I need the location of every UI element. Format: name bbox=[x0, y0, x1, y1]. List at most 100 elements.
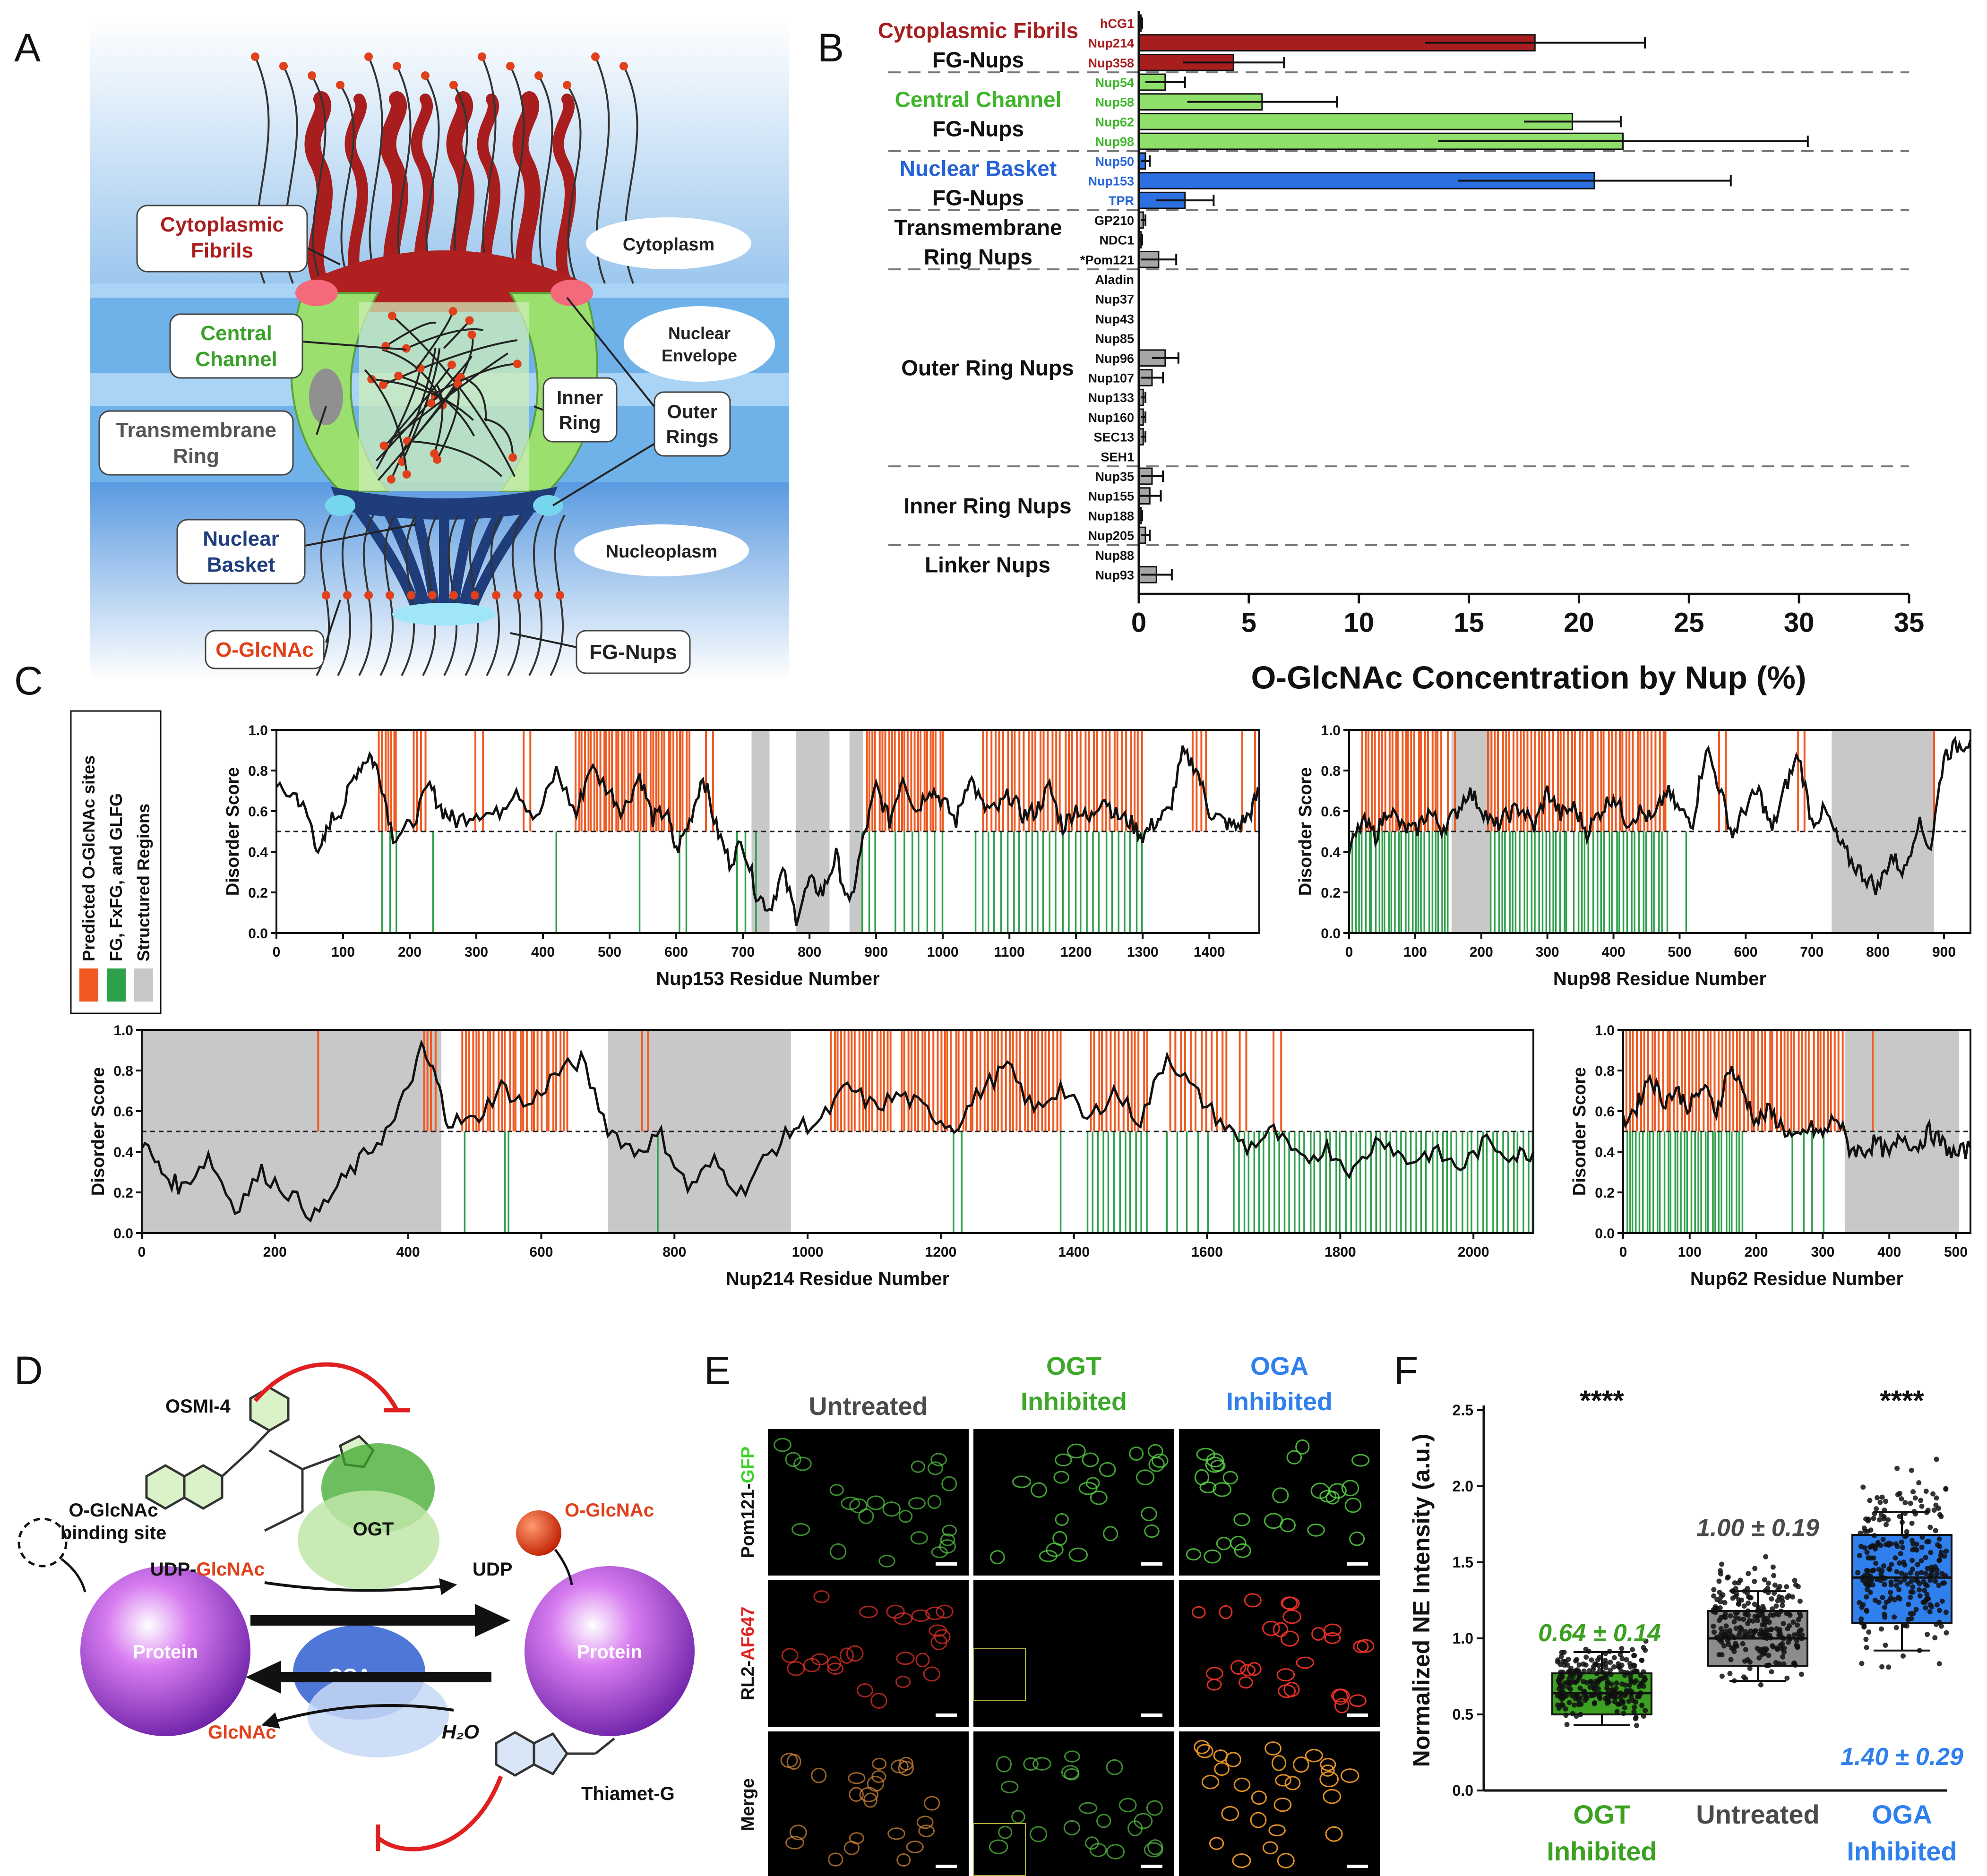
y-tick-label: 0.6 bbox=[1595, 1104, 1615, 1120]
water-label: H₂O bbox=[442, 1721, 479, 1743]
nucleus-outline bbox=[894, 1612, 913, 1625]
o-glcnac-dot bbox=[381, 342, 390, 351]
nucleus-outline bbox=[915, 1653, 930, 1668]
nup-tick-label: Nup43 bbox=[1095, 312, 1134, 326]
o-glcnac-dot bbox=[322, 591, 330, 600]
nucleus-outline bbox=[1262, 1620, 1280, 1636]
group-label: Inhibited bbox=[1847, 1836, 1957, 1866]
nucleus-outline bbox=[1029, 1826, 1048, 1842]
protein-right bbox=[525, 1566, 695, 1736]
nucleus-outline bbox=[846, 1645, 864, 1662]
data-point bbox=[1909, 1520, 1915, 1526]
nucleus-outline bbox=[1340, 1768, 1359, 1783]
nucleus-outline bbox=[1213, 1482, 1232, 1497]
data-point bbox=[1769, 1596, 1774, 1602]
column-header-line1: OGT bbox=[1046, 1352, 1101, 1380]
data-point bbox=[1736, 1633, 1742, 1638]
column-header-line1: OGA bbox=[1250, 1352, 1308, 1380]
panel-c-disorder-profiles: C Predicted O-GlcNAc sites FG, FxFG, and… bbox=[14, 659, 1972, 1289]
data-point bbox=[1792, 1577, 1798, 1583]
o-glcnac-dot bbox=[513, 360, 522, 368]
data-point bbox=[1728, 1657, 1734, 1662]
x-tick-label: 0 bbox=[1345, 944, 1353, 960]
data-point bbox=[1922, 1587, 1927, 1593]
label-cytoplasm: Cytoplasm bbox=[586, 217, 751, 269]
y-axis-title: Disorder Score bbox=[1296, 767, 1316, 896]
o-glcnac-dot bbox=[467, 330, 476, 339]
data-point bbox=[1634, 1722, 1640, 1728]
nucleus-outline bbox=[1232, 1853, 1251, 1868]
data-point bbox=[1787, 1623, 1792, 1628]
legend-label-fg: FG, FxFG, and GLFG bbox=[106, 793, 126, 961]
scale-bar bbox=[936, 1713, 957, 1717]
data-point bbox=[1589, 1657, 1594, 1663]
o-glcnac-dot bbox=[449, 81, 458, 89]
nucleus-outline bbox=[1344, 1498, 1362, 1513]
group-mean-annotation: 1.40 ± 0.29 bbox=[1841, 1743, 1963, 1771]
nucleus-outline bbox=[1216, 1536, 1231, 1550]
data-point bbox=[1588, 1679, 1594, 1684]
data-point bbox=[1733, 1626, 1739, 1631]
osmi4-label: OSMI-4 bbox=[165, 1396, 231, 1417]
nucleus-outline bbox=[1273, 1622, 1289, 1637]
nucleus-outline bbox=[918, 1825, 935, 1837]
glcnac-label: GlcNAc bbox=[208, 1722, 276, 1743]
data-point bbox=[1943, 1573, 1948, 1578]
data-point bbox=[1899, 1539, 1904, 1545]
o-glcnac-dot bbox=[508, 453, 517, 462]
data-point bbox=[1627, 1682, 1633, 1688]
nucleus-outline bbox=[927, 1461, 943, 1475]
data-point bbox=[1936, 1536, 1942, 1542]
nucleus-outline bbox=[1201, 1774, 1220, 1790]
data-point bbox=[1868, 1555, 1874, 1561]
group-name-line2: Ring Nups bbox=[924, 245, 1032, 269]
x-tick-label: 700 bbox=[731, 944, 755, 960]
x-tick-label: 200 bbox=[1470, 944, 1493, 960]
data-point bbox=[1558, 1672, 1564, 1678]
data-point bbox=[1565, 1679, 1570, 1685]
mesh-filament bbox=[383, 352, 508, 447]
x-tick-label: 15 bbox=[1454, 607, 1484, 638]
data-point bbox=[1564, 1693, 1569, 1698]
nucleus-outline bbox=[1244, 1593, 1262, 1608]
data-point bbox=[1573, 1668, 1579, 1673]
data-point bbox=[1910, 1489, 1916, 1495]
data-point bbox=[1716, 1578, 1722, 1584]
data-point bbox=[1571, 1702, 1577, 1708]
data-point bbox=[1578, 1701, 1584, 1707]
disorder-profile-line bbox=[275, 745, 1260, 926]
nup-tick-label: Nup62 bbox=[1095, 115, 1134, 129]
nup-tick-label: Nup35 bbox=[1095, 470, 1134, 484]
nucleus-outline bbox=[1141, 1507, 1157, 1521]
x-tick-label: 400 bbox=[531, 944, 555, 960]
o-glcnac-dot bbox=[619, 62, 628, 70]
data-point bbox=[1880, 1536, 1886, 1542]
data-point bbox=[1742, 1588, 1747, 1594]
data-point bbox=[1752, 1602, 1757, 1607]
data-point bbox=[1628, 1664, 1634, 1670]
data-point bbox=[1641, 1669, 1646, 1675]
nup-tick-label: Nup96 bbox=[1095, 351, 1134, 366]
nucleus-outline bbox=[1272, 1487, 1289, 1503]
data-point bbox=[1873, 1560, 1879, 1566]
nucleus-outline bbox=[1096, 1814, 1111, 1828]
data-point bbox=[1602, 1696, 1608, 1702]
y-tick-label: 0.2 bbox=[1321, 885, 1341, 901]
x-tick-label: 400 bbox=[1877, 1244, 1901, 1260]
nucleus-outline bbox=[871, 1770, 886, 1783]
x-tick-label: 35 bbox=[1894, 607, 1925, 638]
nucleus-outline bbox=[1106, 1844, 1125, 1859]
data-point bbox=[1755, 1645, 1760, 1651]
data-point bbox=[1784, 1675, 1790, 1681]
cytoplasmic-fibrils-line1: Cytoplasmic bbox=[160, 213, 284, 236]
y-tick-label: 0.5 bbox=[1453, 1706, 1473, 1723]
x-tick-label: 100 bbox=[1403, 944, 1427, 960]
y-tick-label: 1.5 bbox=[1453, 1554, 1473, 1571]
plot-frame bbox=[1348, 729, 1971, 934]
nucleus-outline bbox=[1240, 1664, 1256, 1676]
data-point bbox=[1620, 1698, 1626, 1704]
data-point bbox=[1595, 1686, 1601, 1692]
data-point bbox=[1621, 1711, 1626, 1716]
data-point bbox=[1591, 1664, 1597, 1670]
